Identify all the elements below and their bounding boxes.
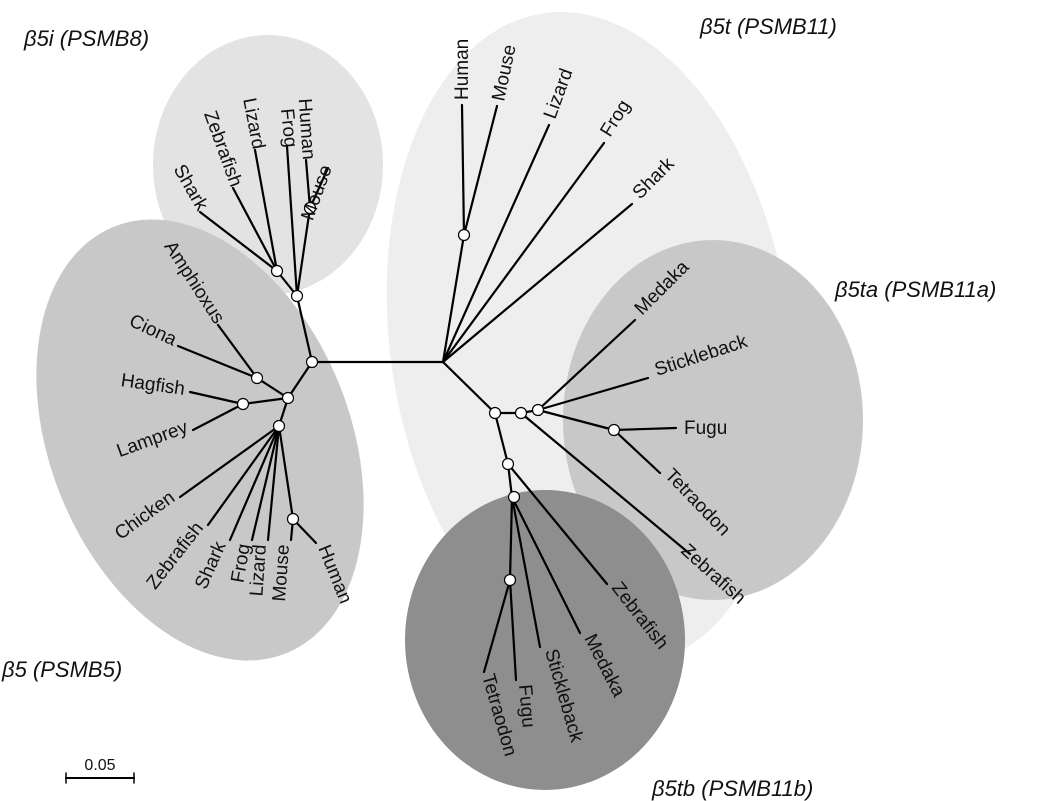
scale-bar: 0.05 [65, 757, 135, 784]
node [514, 406, 528, 420]
leaf-label: Fugu [514, 684, 539, 729]
leaf-label: Human [452, 39, 473, 100]
group-labels: β5i (PSMB8) β5t (PSMB11) β5ta (PSMB11a) … [1, 14, 996, 801]
group-label-b5tb: β5tb (PSMB11b) [651, 776, 813, 801]
b5-clade-region [36, 219, 364, 661]
node [270, 264, 284, 278]
node [290, 289, 304, 303]
node [236, 397, 250, 411]
node [531, 403, 545, 417]
node [507, 490, 521, 504]
leaf-label: Fugu [684, 418, 727, 439]
group-label-b5ta: β5ta (PSMB11a) [834, 277, 996, 302]
group-label-b5t: β5t (PSMB11) [699, 14, 837, 39]
node [503, 573, 517, 587]
node [457, 228, 471, 242]
internal-nodes [236, 201, 621, 587]
b5i-clade-region [153, 35, 383, 295]
leaf-label: Frog [276, 107, 301, 148]
node [272, 419, 286, 433]
node [607, 423, 621, 437]
b5tb-clade-region [405, 490, 685, 790]
node [305, 355, 319, 369]
leaf-label: Lizard [246, 544, 271, 597]
node [250, 371, 264, 385]
group-label-b5i: β5i (PSMB8) [23, 26, 149, 51]
scale-bar-label: 0.05 [84, 757, 115, 774]
node [281, 391, 295, 405]
node [286, 512, 300, 526]
leaf-label: Mouse [269, 544, 294, 602]
leaf-label: Human [294, 98, 319, 161]
node [488, 406, 502, 420]
group-label-b5: β5 (PSMB5) [1, 657, 122, 682]
node [501, 457, 515, 471]
node [303, 201, 317, 215]
